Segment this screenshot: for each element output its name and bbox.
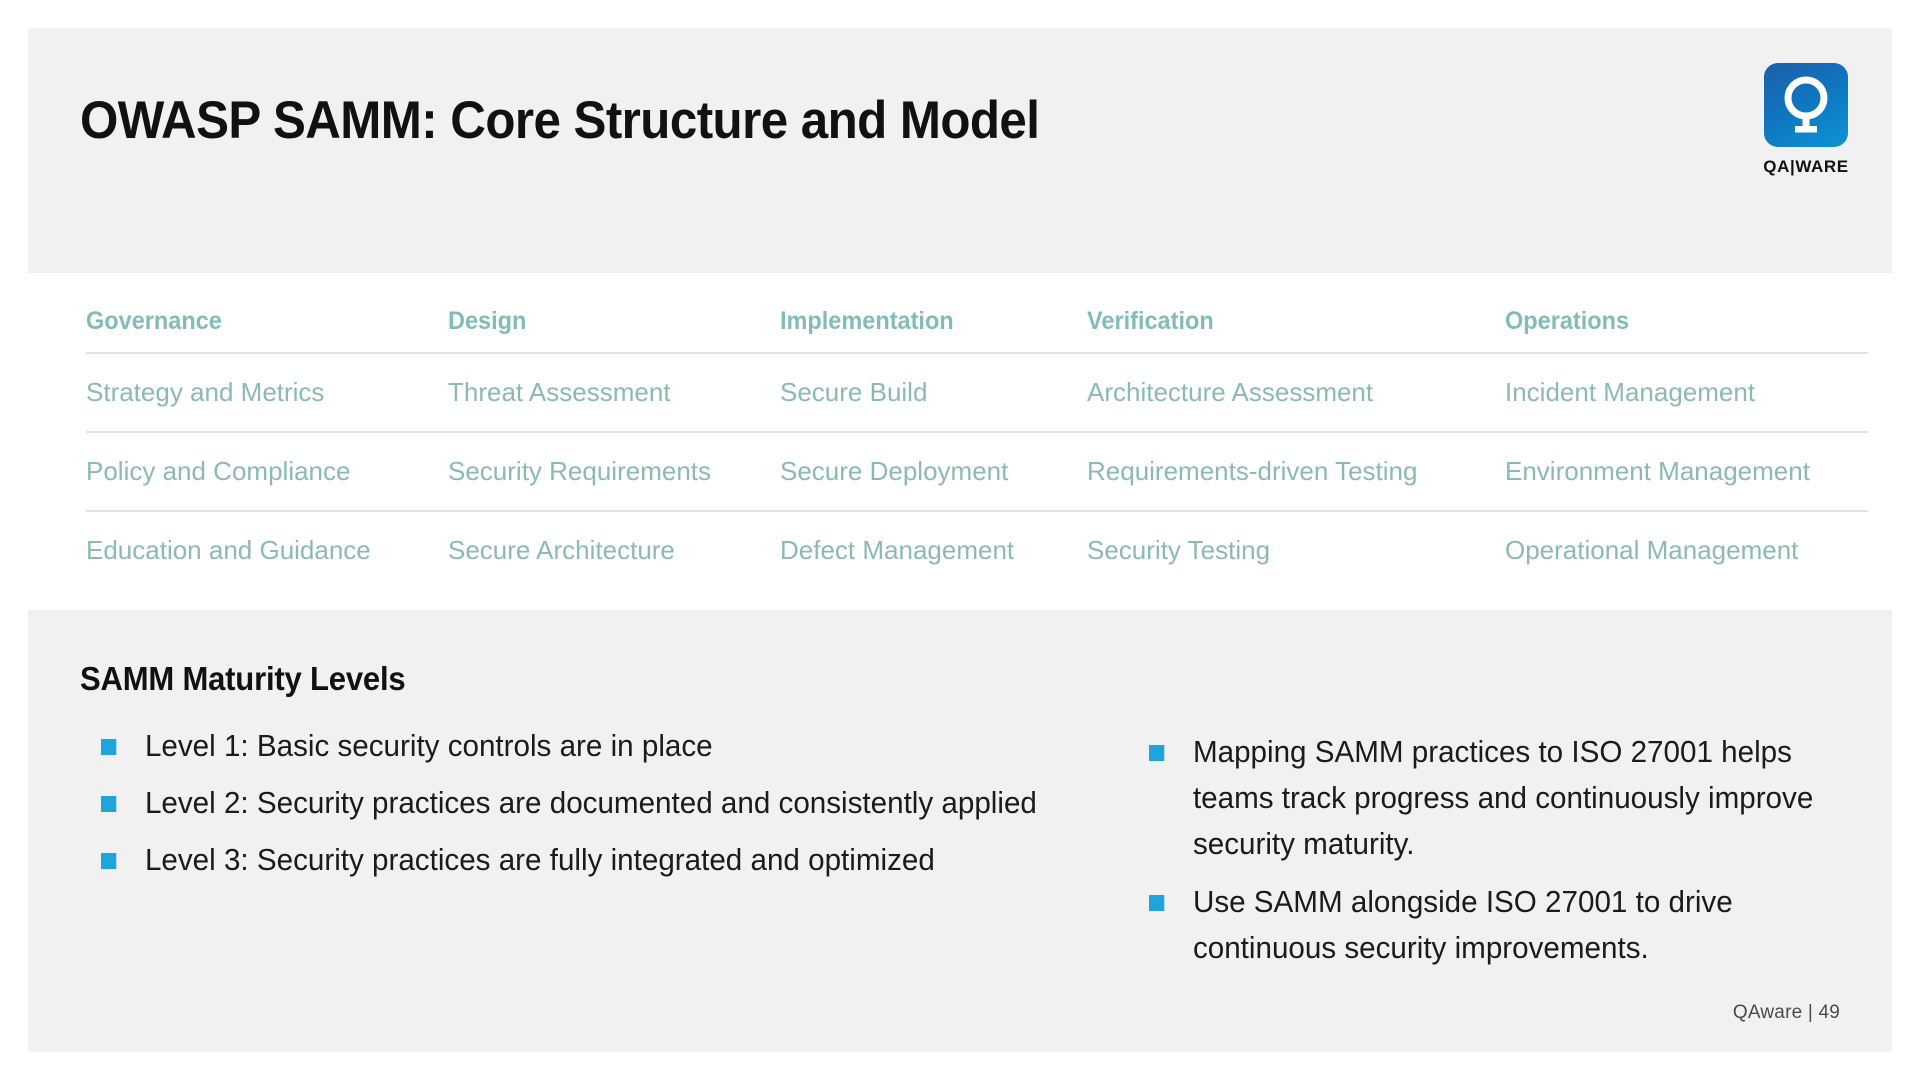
- table-cell: Requirements-driven Testing: [1087, 431, 1505, 511]
- table-cell: Policy and Compliance: [86, 431, 448, 511]
- left-bullet-column: Level 1: Basic security controls are in …: [80, 723, 1090, 982]
- table-cell: Secure Architecture: [448, 510, 780, 589]
- qaware-q-mark-icon: [1764, 63, 1848, 147]
- list-item: Mapping SAMM practices to ISO 27001 help…: [1128, 729, 1818, 868]
- list-item-text: Level 1: Basic security controls are in …: [144, 728, 713, 763]
- maturity-levels-panel: SAMM Maturity Levels Level 1: Basic secu…: [28, 610, 1892, 1052]
- table-row: Strategy and Metrics Threat Assessment S…: [86, 352, 1868, 432]
- table-header-row: Governance Design Implementation Verific…: [86, 293, 1868, 353]
- list-item: Use SAMM alongside ISO 27001 to drive co…: [1128, 879, 1818, 971]
- samm-structure-table: Governance Design Implementation Verific…: [86, 293, 1868, 589]
- table-cell: Security Requirements: [448, 431, 780, 511]
- table-cell: Incident Management: [1505, 352, 1868, 432]
- iso-mapping-list: Mapping SAMM practices to ISO 27001 help…: [1128, 729, 1850, 971]
- list-item: Level 3: Security practices are fully in…: [80, 837, 1045, 883]
- table-cell: Architecture Assessment: [1087, 352, 1505, 432]
- table-cell: Environment Management: [1505, 431, 1868, 511]
- list-item-text: Mapping SAMM practices to ISO 27001 help…: [1192, 734, 1814, 862]
- list-item-text: Level 2: Security practices are document…: [144, 785, 1037, 821]
- table-cell: Secure Deployment: [780, 431, 1087, 511]
- column-header-design: Design: [448, 307, 527, 335]
- qaware-logo: QA|WARE: [1750, 63, 1862, 177]
- table-cell: Strategy and Metrics: [86, 352, 448, 432]
- samm-table-region: Governance Design Implementation Verific…: [28, 273, 1892, 610]
- list-item-text: Use SAMM alongside ISO 27001 to drive co…: [1192, 883, 1733, 965]
- bullet-square-icon: [101, 796, 117, 813]
- column-header-verification: Verification: [1087, 307, 1214, 335]
- qaware-wordmark: QA|WARE: [1763, 157, 1849, 176]
- table-cell: Threat Assessment: [448, 352, 780, 432]
- page-title: OWASP SAMM: Core Structure and Model: [80, 91, 1040, 150]
- bullet-columns: Level 1: Basic security controls are in …: [80, 723, 1850, 982]
- bullet-square-icon: [101, 739, 117, 755]
- right-bullet-column: Mapping SAMM practices to ISO 27001 help…: [1128, 723, 1850, 982]
- table-cell: Security Testing: [1087, 510, 1505, 589]
- column-header-operations: Operations: [1505, 307, 1630, 335]
- table-row: Education and Guidance Secure Architectu…: [86, 510, 1868, 589]
- bullet-square-icon: [1149, 894, 1165, 911]
- section-heading: SAMM Maturity Levels: [80, 660, 406, 697]
- list-item-text: Level 3: Security practices are fully in…: [144, 842, 935, 878]
- list-item: Level 1: Basic security controls are in …: [80, 723, 1045, 769]
- slide-footer: QAware | 49: [1732, 1002, 1840, 1023]
- table-cell: Education and Guidance: [86, 510, 448, 589]
- table-cell: Secure Build: [780, 352, 1087, 432]
- column-header-implementation: Implementation: [780, 307, 954, 335]
- table-cell: Defect Management: [780, 510, 1087, 589]
- column-header-governance: Governance: [86, 307, 222, 335]
- bullet-square-icon: [101, 853, 117, 870]
- table-cell: Operational Management: [1505, 510, 1868, 589]
- maturity-level-list: Level 1: Basic security controls are in …: [80, 723, 1090, 884]
- list-item: Level 2: Security practices are document…: [80, 780, 1045, 826]
- bullet-square-icon: [1149, 745, 1165, 761]
- table-row: Policy and Compliance Security Requireme…: [86, 431, 1868, 511]
- header-panel: OWASP SAMM: Core Structure and Model QA|…: [28, 28, 1892, 273]
